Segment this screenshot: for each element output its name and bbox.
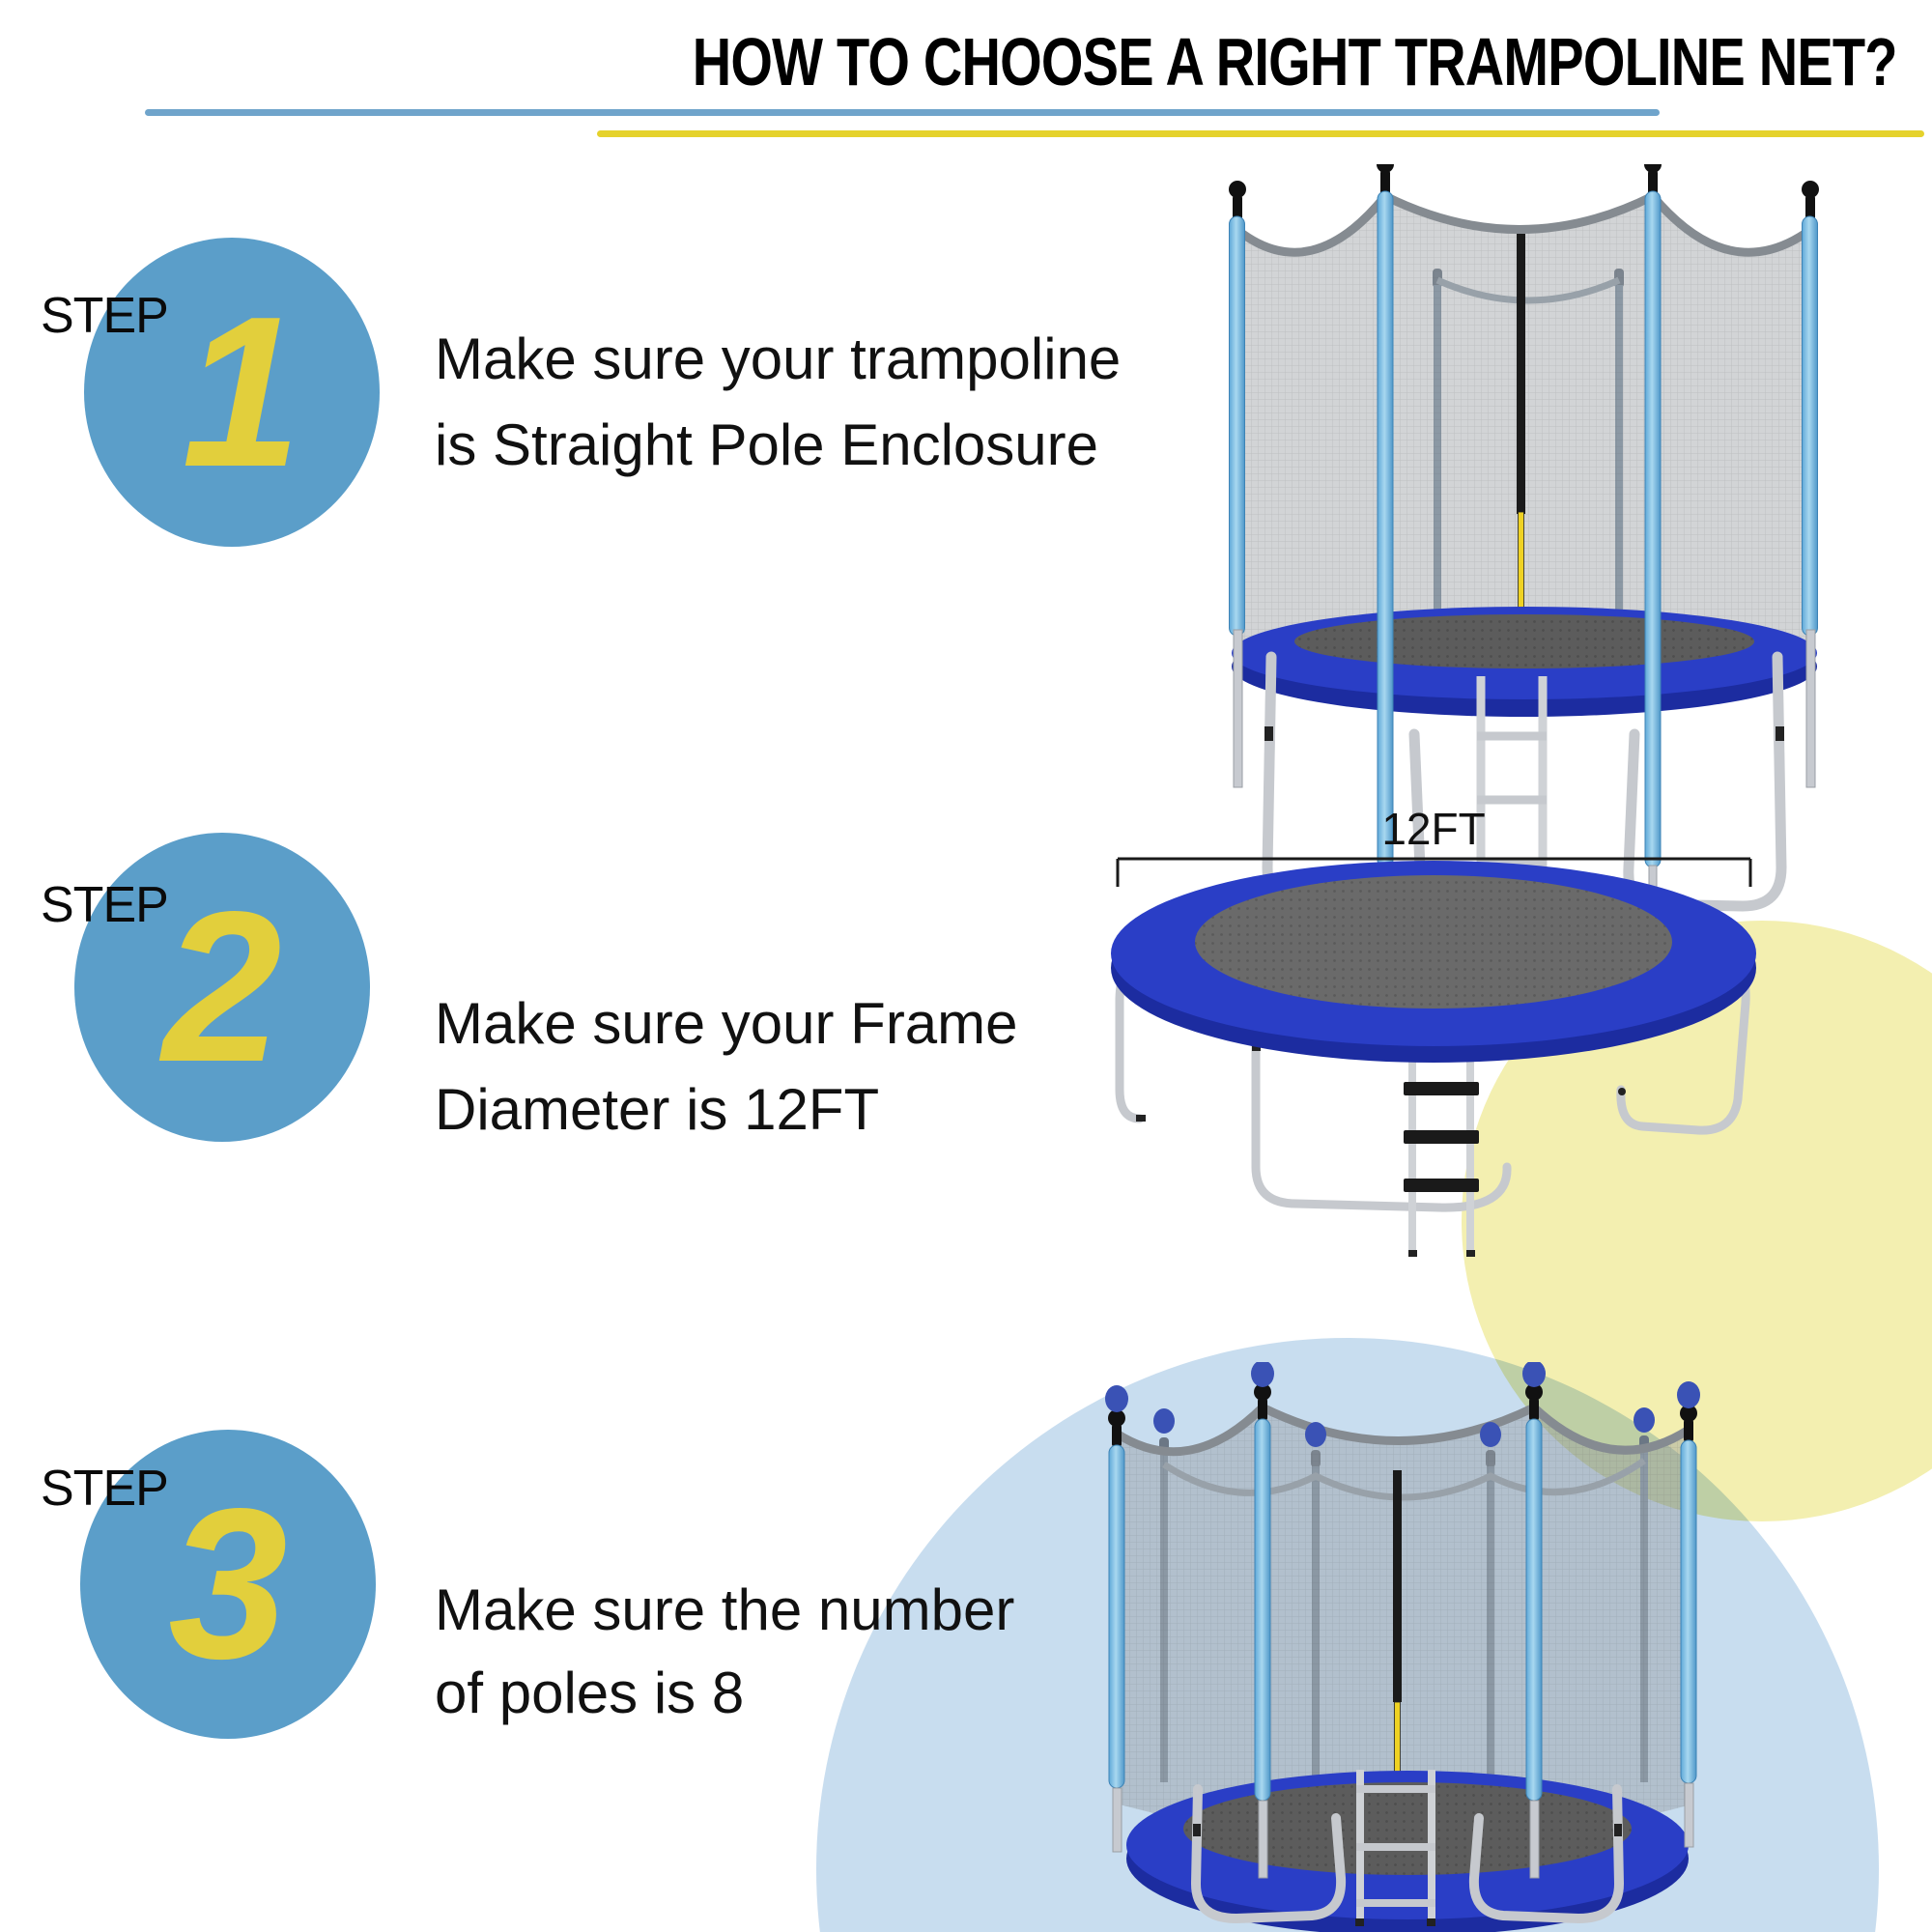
step-1-text-line2: is Straight Pole Enclosure	[435, 412, 1099, 477]
step-2-label: STEP	[41, 877, 169, 933]
step-3-label: STEP	[41, 1461, 169, 1517]
pole-marker-dots	[1105, 1362, 1700, 1447]
step-2-number: 2	[162, 867, 282, 1107]
net-top-rail	[1112, 1402, 1693, 1457]
trampoline-enclosure-illustration	[1229, 164, 1819, 912]
step-1-circle	[84, 238, 380, 547]
step-2-text-line2: Diameter is 12FT	[435, 1077, 880, 1142]
divider-line-blue	[145, 109, 1660, 116]
step-1-text-line1: Make sure your trampoline	[435, 327, 1122, 391]
front-enclosure-poles	[1229, 164, 1819, 888]
step-1-label: STEP	[41, 288, 169, 344]
jumping-mat	[1183, 1782, 1632, 1875]
net-back-rail	[1435, 276, 1621, 304]
ladder	[1404, 1038, 1479, 1257]
step-3-text-line1: Make sure the number	[435, 1577, 1015, 1642]
dimension-label: 12FT	[1381, 804, 1485, 854]
dimension-bracket	[1116, 857, 1752, 887]
frame-legs	[1191, 1784, 1624, 1923]
jumping-mat	[1195, 875, 1672, 1009]
frame-diameter-illustration: 12FT	[1111, 804, 1756, 1257]
step-3-number: 3	[168, 1464, 288, 1704]
safety-net	[1233, 190, 1815, 676]
page-title: HOW TO CHOOSE A RIGHT TRAMPOLINE NET?	[693, 24, 1898, 99]
step-2-text-line1: Make sure your Frame	[435, 991, 1018, 1056]
front-enclosure-poles	[1108, 1383, 1697, 1879]
net-zipper-top	[1517, 234, 1525, 514]
step-3-text-line2: of poles is 8	[435, 1661, 745, 1725]
step-2-circle	[74, 833, 370, 1142]
net-back-rail	[1162, 1458, 1647, 1501]
divider-line-yellow	[597, 130, 1924, 137]
net-top-rail	[1233, 190, 1815, 257]
step-3-circle	[80, 1430, 376, 1739]
jumping-mat	[1294, 614, 1754, 668]
ladder	[1355, 1770, 1435, 1926]
net-zipper-top	[1393, 1470, 1402, 1702]
step-1-number: 1	[182, 272, 301, 512]
pole-count-illustration	[1105, 1362, 1700, 1932]
